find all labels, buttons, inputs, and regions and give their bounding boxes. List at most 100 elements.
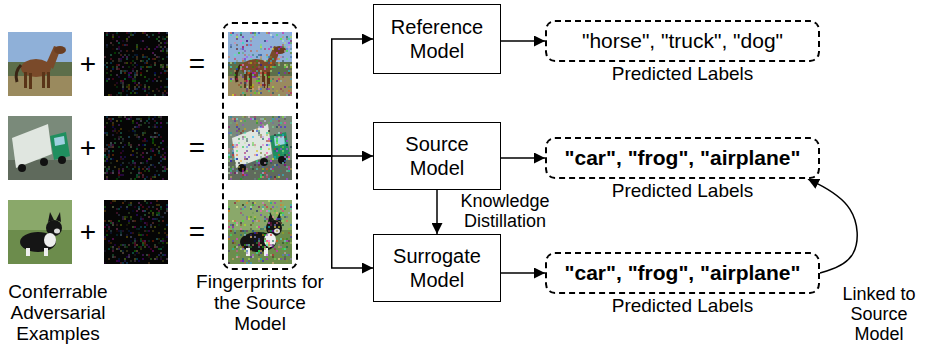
noise-pixel: [256, 60, 258, 62]
noise-pixel: [288, 240, 290, 242]
noise-pixel: [240, 212, 242, 214]
noise-pixel: [106, 32, 108, 34]
noise-pixel: [116, 66, 118, 68]
noise-pixel: [280, 148, 282, 150]
noise-pixel: [278, 244, 280, 246]
noise-pixel: [160, 160, 162, 162]
noise-pixel: [152, 138, 154, 140]
noise-pixel: [276, 52, 278, 54]
noise-pixel: [286, 38, 288, 40]
noise-pixel: [228, 226, 230, 228]
noise-pixel: [128, 204, 130, 206]
noise-pixel: [242, 136, 244, 138]
noise-pixel: [108, 226, 110, 228]
noise-pixel: [126, 228, 128, 230]
noise-pixel: [158, 238, 160, 240]
noise-pixel: [248, 44, 250, 46]
noise-pixel: [256, 128, 258, 130]
noise-pixel: [116, 132, 118, 134]
noise-pixel: [234, 230, 236, 232]
noise-pixel: [134, 76, 136, 78]
noise-pixel: [122, 70, 124, 72]
noise-pixel: [136, 56, 138, 58]
noise-pixel: [124, 200, 126, 202]
noise-pixel: [130, 34, 132, 36]
noise-pixel: [260, 134, 262, 136]
noise-pixel: [262, 138, 264, 140]
noise-pixel: [288, 254, 290, 256]
noise-pixel: [246, 174, 248, 176]
noise-pixel: [162, 178, 164, 180]
noise-pixel: [118, 204, 120, 206]
noise-pixel: [254, 76, 256, 78]
noise-pixel: [244, 72, 246, 74]
noise-pixel: [290, 36, 292, 38]
noise-pixel: [246, 170, 248, 172]
noise-pixel: [256, 154, 258, 156]
noise-pixel: [272, 246, 274, 248]
noise-pixel: [286, 254, 288, 256]
noise-pixel: [278, 136, 280, 138]
noise-pixel: [124, 144, 126, 146]
noise-pixel: [258, 178, 260, 180]
noise-pixel: [142, 144, 144, 146]
noise-pixel: [252, 142, 254, 144]
noise-pixel: [268, 222, 270, 224]
noise-pixel: [134, 254, 136, 256]
noise-pixel: [146, 152, 148, 154]
noise-pixel: [120, 50, 122, 52]
noise-pixel: [268, 144, 270, 146]
noise-pixel: [128, 74, 130, 76]
noise-pixel: [128, 66, 130, 68]
noise-pixel: [110, 94, 112, 96]
noise-pixel: [140, 240, 142, 242]
noise-pixel: [266, 242, 268, 244]
noise-pixel: [280, 56, 282, 58]
noise-pixel: [266, 88, 268, 90]
noise-pixel: [124, 70, 126, 72]
noise-pixel: [264, 246, 266, 248]
noise-pixel: [242, 36, 244, 38]
noise-pixel: [158, 44, 160, 46]
noise-pixel: [122, 44, 124, 46]
noise-pixel: [160, 126, 162, 128]
noise-pixel: [256, 78, 258, 80]
noise-pixel: [236, 224, 238, 226]
noise-pixel: [132, 70, 134, 72]
noise-pixel: [112, 246, 114, 248]
noise-pixel: [232, 154, 234, 156]
noise-pixel: [106, 144, 108, 146]
noise-pixel: [110, 120, 112, 122]
noise-pixel: [116, 178, 118, 180]
noise-pixel: [164, 72, 166, 74]
noise-pixel: [232, 32, 234, 34]
noise-pixel: [284, 80, 286, 82]
noise-pixel: [160, 256, 162, 258]
noise-pixel: [132, 252, 134, 254]
noise-pixel: [266, 54, 268, 56]
noise-pixel: [128, 32, 130, 34]
model-box: Reference Model: [373, 4, 501, 74]
noise-pixel: [236, 246, 238, 248]
noise-pixel: [290, 70, 292, 72]
noise-pixel: [154, 48, 156, 50]
noise-pixel: [104, 226, 106, 228]
noise-pixel: [260, 74, 262, 76]
noise-pixel: [238, 166, 240, 168]
operator-sign: +: [80, 50, 96, 78]
noise-pixel: [252, 130, 254, 132]
noise-pixel: [256, 50, 258, 52]
noise-pixel: [242, 60, 244, 62]
noise-pixel: [278, 246, 280, 248]
noise-pixel: [120, 232, 122, 234]
noise-pixel: [106, 122, 108, 124]
label-box: "car", "frog", "airplane"Predicted Label…: [545, 137, 820, 179]
noise-pixel: [138, 124, 140, 126]
noise-pixel: [258, 82, 260, 84]
noise-pixel: [118, 124, 120, 126]
noise-pixel: [288, 72, 290, 74]
noise-pixel: [282, 36, 284, 38]
noise-pixel: [154, 72, 156, 74]
noise-pixel: [260, 174, 262, 176]
noise-pixel: [154, 132, 156, 134]
